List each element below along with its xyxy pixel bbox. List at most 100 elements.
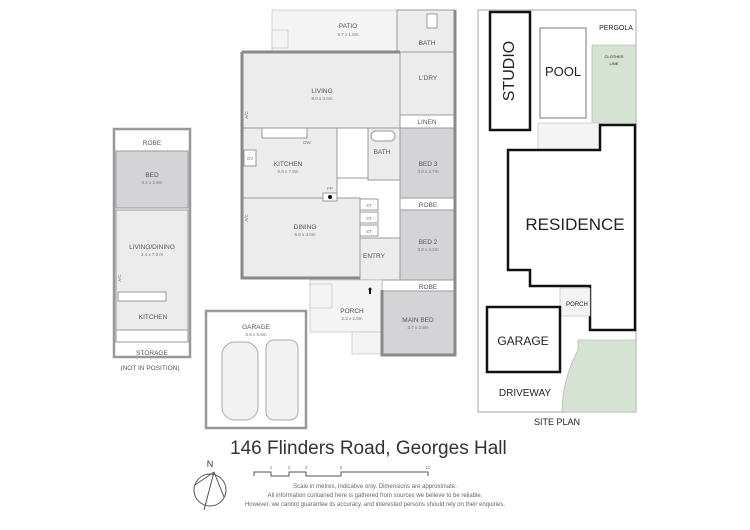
garage-label: GARAGE — [242, 324, 270, 331]
storage-2 — [359, 211, 379, 224]
studio-counter — [115, 329, 189, 343]
site-residence — [506, 123, 637, 332]
oven-label: OV — [247, 156, 254, 161]
toilet-icon — [426, 13, 438, 29]
property-title: 146 Flinders Road, Georges Hall — [230, 438, 507, 459]
laundry-label: L'DRY — [419, 75, 438, 82]
studio-living-dims: 3.4 x 7.0 m — [141, 252, 164, 257]
studio-ac-label: A/C — [117, 274, 122, 282]
scale-tick: 1 — [270, 465, 273, 470]
driveway-label: DRIVEWAY — [499, 388, 552, 399]
fireplace-label: FP — [327, 186, 333, 191]
scale-bar: 1 2 3 5 10 — [253, 465, 431, 477]
studio-storage-label: STORAGE — [136, 350, 168, 357]
site-porch-label: PORCH — [566, 302, 588, 308]
pool-label: POOL — [545, 64, 581, 79]
robe2-label: ROBE — [419, 284, 438, 291]
site-plan-caption: SITE PLAN — [534, 417, 580, 427]
bath-mid-label: BATH — [374, 149, 391, 156]
site-garage — [485, 305, 562, 374]
porch-label: PORCH — [340, 308, 364, 315]
site-studio-label: STUDIO — [501, 41, 518, 101]
patio-label: PATIO — [339, 23, 358, 30]
porch-steps-2 — [351, 331, 383, 355]
living-dims: 8.0 x 3.6m — [311, 96, 332, 101]
bath-top-label: BATH — [419, 40, 436, 47]
ac-label-2: A/C — [244, 214, 249, 222]
porch-dims: 2.3 x 2.8m — [341, 316, 362, 321]
ac-label: A/C — [244, 111, 249, 119]
bed3-label: BED 3 — [419, 161, 438, 168]
pool — [539, 27, 587, 119]
studio-bench — [117, 291, 167, 302]
site-porch — [559, 287, 591, 317]
bed2-dims: 3.0 x 4.2m — [417, 247, 438, 252]
rear-paving — [537, 122, 601, 151]
patio — [271, 9, 398, 53]
laundry — [399, 51, 456, 116]
entry-label: ENTRY — [363, 253, 386, 260]
kitchen-dims: 6.0 x 7.5m — [277, 169, 298, 174]
kitchen-bench — [261, 127, 308, 139]
residence-label: RESIDENCE — [525, 215, 624, 234]
pergola-label: PERGOLA — [599, 25, 633, 32]
bed3-dims: 3.0 x 3.7m — [417, 169, 438, 174]
studio-bed-label: BED — [145, 172, 159, 179]
st-label: ST — [366, 216, 372, 221]
studio-bed-dims: 3.4 x 2.9m — [141, 180, 162, 185]
linen-label: LINEN — [417, 119, 436, 126]
oven — [243, 149, 257, 167]
clothes-line-label-2: LINE — [610, 61, 619, 66]
bed2-label: BED 2 — [419, 239, 438, 246]
studio-bed — [115, 150, 189, 209]
car-icon — [221, 341, 259, 421]
studio-living — [115, 209, 189, 331]
suv-icon — [265, 339, 299, 421]
north-arrow-icon: N — [193, 459, 227, 511]
scale-tick: 2 — [288, 465, 291, 470]
st-label: ST — [366, 229, 372, 234]
studio-living-label: LIVING/DINING — [129, 244, 175, 251]
living-label: LIVING — [311, 88, 332, 95]
studio-kitchen-label: KITCHEN — [139, 314, 168, 321]
scale-tick: 5 — [340, 465, 343, 470]
main-bed-label: MAIN BED — [402, 317, 434, 324]
disclaimer-line: All information contained here is gather… — [268, 493, 483, 499]
studio-note: (NOT IN POSITION) — [120, 365, 179, 372]
studio-robe-label: ROBE — [143, 140, 162, 147]
living-room — [241, 51, 401, 129]
bathtub-icon — [370, 130, 396, 142]
site-garage-label: GARAGE — [497, 334, 548, 348]
dining-label: DINING — [294, 224, 317, 231]
north-label: N — [207, 459, 214, 469]
site-studio — [488, 10, 532, 132]
studio-plan: ROBE BED 3.4 x 2.9m LIVING/DINING 3.4 x … — [112, 127, 192, 372]
kitchen — [241, 127, 338, 199]
fireplace-icon — [328, 195, 332, 199]
disclaimer-line: However, we cannot guarantee its accurac… — [245, 502, 505, 508]
porch-steps — [309, 283, 333, 309]
dining-dims: 5.8 x 4.0m — [294, 232, 315, 237]
storage-1 — [359, 198, 379, 211]
robe1-label: ROBE — [419, 202, 438, 209]
st-label: ST — [366, 203, 372, 208]
main-bed-dims: 3.7 x 2.8m — [407, 325, 428, 330]
scale-tick: 3 — [305, 465, 308, 470]
garden-front — [561, 339, 637, 413]
pantry — [336, 127, 369, 179]
clothes-line-label: CLOTHES — [605, 54, 624, 59]
patio-steps — [271, 29, 289, 49]
storage-3 — [359, 224, 379, 237]
main-walls — [240, 10, 457, 357]
main-house: PATIO 5.7 x 1.8m BATH LIVING 8.0 x 3.6m … — [204, 9, 457, 430]
dining — [241, 197, 361, 279]
entry-arrow-icon: ⬆ — [366, 286, 374, 296]
site-plan: STUDIO POOL PERGOLA CLOTHES LINE RESIDEN… — [477, 9, 637, 427]
bath-top — [396, 9, 456, 53]
scale-tick: 10 — [425, 465, 431, 470]
patio-dims: 5.7 x 1.8m — [337, 32, 358, 37]
main-bed — [381, 290, 456, 356]
dishwasher-label: DW — [303, 140, 311, 145]
garage-dims: 6.5 x 5.6m — [245, 332, 266, 337]
